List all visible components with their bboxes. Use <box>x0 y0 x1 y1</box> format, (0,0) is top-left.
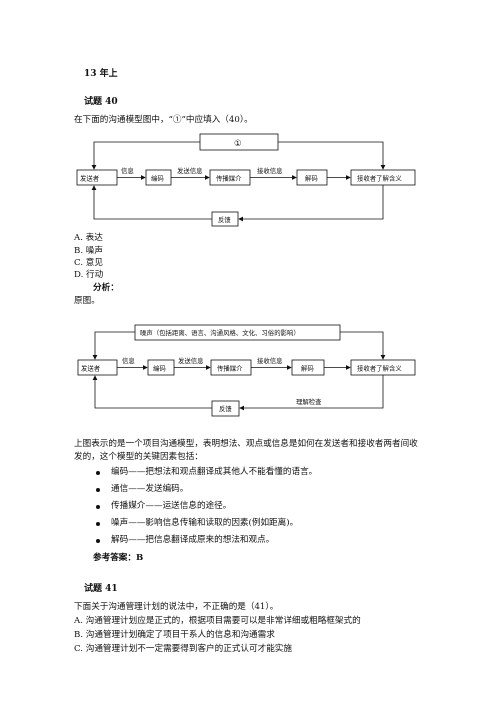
bullet-item: 噪声——影响信息传输和读取的因素(例如距离)。 <box>111 518 299 528</box>
noise-label: 噪声（包括距离、语言、沟通风格、文化、习俗的影响） <box>140 328 300 337</box>
question-41-title: 试题 41 <box>84 584 118 594</box>
receiver-label-2: 接收者了解含义 <box>357 364 402 373</box>
feedback-box-2 <box>211 400 240 417</box>
bullet-item: 通信——发送编码。 <box>111 484 189 494</box>
encode-label-2: 编码 <box>153 364 166 373</box>
answer-label: 参考答案：B <box>93 553 144 563</box>
q41-option-c: C. 沟通管理计划不一定需要得到客户的正式认可才能实施 <box>74 644 292 654</box>
question-40-title: 试题 40 <box>84 97 118 107</box>
feedback-label-2: 反馈 <box>219 404 232 413</box>
medium-label-2: 传播媒介 <box>217 364 243 373</box>
edge-send-label-2: 发送信息 <box>178 356 204 365</box>
edge-info-label: 信息 <box>121 166 134 175</box>
bullet-item: 解码——把信息翻译成原来的想法和观点。 <box>111 535 275 545</box>
sender-label-2: 发送者 <box>81 364 101 373</box>
option-d: D. 行动 <box>74 270 104 280</box>
bullet-dot <box>96 505 100 509</box>
encode-label: 编码 <box>151 174 164 183</box>
bullet-dot <box>96 522 100 526</box>
bullet-item: 编码——把想法和观点翻译成其他人不能看懂的语言。 <box>111 467 318 477</box>
bullet-dot <box>96 471 100 475</box>
feedback-label: 反馈 <box>218 215 231 224</box>
question-40-stem: 在下面的沟通模型图中，“①”中应填入（40）。 <box>74 115 253 125</box>
section-header: 13 年上 <box>84 69 118 79</box>
edge-receive-label-2: 接收信息 <box>257 356 283 365</box>
analysis-label: 分析： <box>93 283 119 293</box>
decode-label-2: 解码 <box>301 364 314 373</box>
bullet-item: 传播媒介——运送信息的途径。 <box>111 501 232 511</box>
q41-option-b: B. 沟通管理计划确定了项目干系人的信息和沟通需求 <box>74 630 275 640</box>
decode-label: 解码 <box>305 174 318 183</box>
bullet-dot <box>96 488 100 492</box>
q41-option-a: A. 沟通管理计划应是正式的，根据项目需要可以是非常详细或粗略框架式的 <box>74 616 361 626</box>
edge-info-label-2: 信息 <box>122 356 135 365</box>
blank-1-label: ① <box>234 139 242 149</box>
explanation-line-1: 上图表示的是一个项目沟通模型，表明想法、观点或信息是如何在发送者和接收者两者间收 <box>74 439 418 449</box>
noise-box <box>134 324 341 341</box>
option-a: A. 表达 <box>74 233 103 243</box>
edge-receive-label: 接收信息 <box>257 166 283 175</box>
sender-label: 发送者 <box>80 174 100 183</box>
original-label: 原图。 <box>74 296 100 306</box>
edge-send-label: 发送信息 <box>177 166 203 175</box>
bullet-dot <box>96 539 100 543</box>
medium-label: 传播媒介 <box>216 174 242 183</box>
edge-check-label-2: 理解检查 <box>296 397 322 406</box>
explanation-line-2: 发的，这个模型的关键因素包括： <box>74 452 203 462</box>
question-41-stem: 下面关于沟通管理计划的说法中，不正确的是（41）。 <box>74 602 279 612</box>
option-b: B. 噪声 <box>74 246 103 256</box>
receiver-label: 接收者了解含义 <box>357 174 402 183</box>
option-c: C. 意见 <box>74 258 103 268</box>
